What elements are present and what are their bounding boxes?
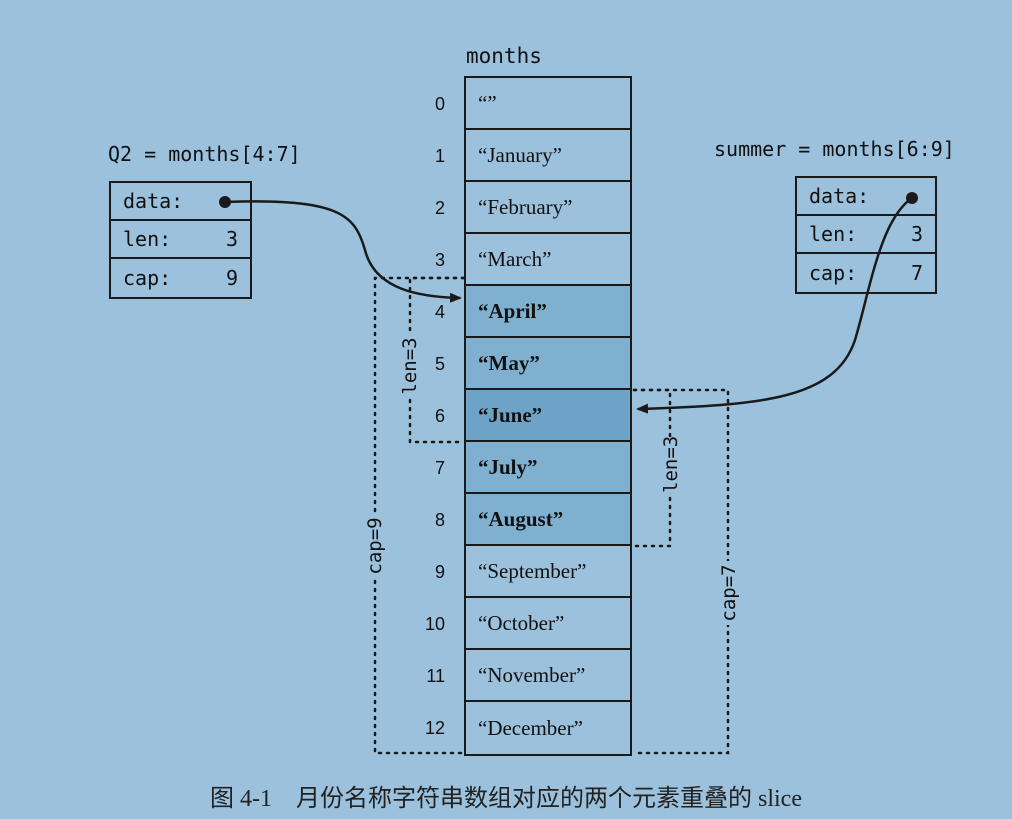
array-index: 6 (434, 406, 445, 426)
q2-slice-header: data: len: 3 cap: 9 (109, 181, 252, 299)
q2-title: Q2 = months[4:7] (108, 142, 301, 166)
array-cell: “December” (478, 715, 583, 740)
summer-cap-row: cap: 7 (797, 254, 935, 292)
q2-len-label: len: (123, 227, 172, 251)
q2-pointer-arrow (224, 200, 462, 303)
array-cell: “October” (466, 598, 630, 650)
q2-len-annotation: len=3 (399, 334, 421, 398)
q2-data-row: data: (111, 183, 250, 221)
array-index: 0 (434, 94, 445, 114)
array-index: 2 (434, 198, 445, 218)
array-index: 12 (424, 718, 445, 738)
q2-len-row: len: 3 (111, 221, 250, 259)
q2-len-value: 3 (225, 227, 238, 251)
summer-len-label: len: (809, 222, 858, 246)
array-index: 5 (434, 354, 445, 374)
array-cell: “June” (466, 390, 630, 442)
summer-cap-value: 7 (910, 261, 923, 285)
figure-caption: 图 4-1 月份名称字符串数组对应的两个元素重叠的 slice (210, 786, 802, 812)
q2-cap-value: 9 (225, 266, 238, 290)
array-cell: “July” (466, 442, 630, 494)
summer-cap-annotation: cap=7 (718, 561, 740, 625)
summer-len-value: 3 (910, 222, 923, 246)
q2-cap-annotation: cap=9 (364, 514, 386, 578)
summer-data-row: data: (797, 178, 935, 216)
summer-title: summer = months[6:9] (714, 137, 955, 161)
summer-cap-label: cap: (809, 261, 858, 285)
array-index: 1 (434, 146, 445, 166)
array-index: 9 (434, 562, 445, 582)
array-index: 3 (434, 250, 445, 270)
q2-data-label: data: (123, 189, 184, 213)
summer-pointer-arrow (636, 196, 913, 414)
array-cell: “” (466, 78, 630, 130)
months-array: “” “January” “February” “March” “April” … (464, 76, 632, 756)
array-index: 11 (426, 666, 445, 686)
array-index: 8 (434, 510, 445, 530)
summer-len-annotation: len=3 (660, 435, 682, 493)
array-index: 4 (434, 302, 445, 322)
array-cell: “March” (466, 234, 630, 286)
summer-cap-bracket (632, 388, 730, 755)
q2-cap-bracket (373, 276, 466, 755)
array-title: months (466, 44, 542, 68)
q2-cap-label: cap: (123, 266, 172, 290)
array-cell: “November” (466, 650, 630, 702)
array-cell: “May” (466, 338, 630, 390)
array-index: 7 (434, 458, 445, 478)
array-cell: “February” (466, 182, 630, 234)
summer-len-row: len: 3 (797, 216, 935, 254)
array-cell: “April” (466, 286, 630, 338)
array-cell: “August” (466, 494, 630, 546)
summer-slice-header: data: len: 3 cap: 7 (795, 176, 937, 294)
summer-data-label: data: (809, 184, 870, 208)
array-cell: “September” (466, 546, 630, 598)
array-index: 10 (424, 614, 445, 634)
q2-cap-row: cap: 9 (111, 259, 250, 297)
array-cell: “January” (466, 130, 630, 182)
